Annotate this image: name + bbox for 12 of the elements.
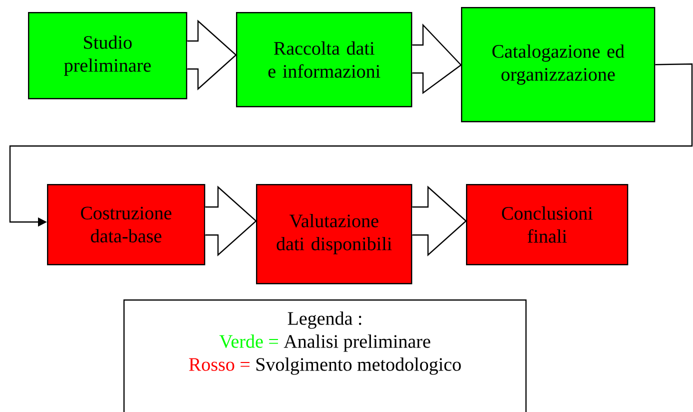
block-arrow: [204, 186, 257, 256]
process-box: Raccolta dati e informazioni: [236, 12, 412, 108]
process-box: Conclusioni finali: [466, 184, 628, 266]
process-box: Costruzione data-base: [47, 184, 206, 266]
block-arrow: [186, 20, 237, 90]
legend-entry: Verde = Analisi preliminare: [219, 334, 430, 352]
block-arrow: [412, 24, 462, 94]
process-box: Studio preliminare: [28, 12, 188, 100]
process-box: Valutazione dati disponibili: [256, 184, 412, 284]
legend-entry: Rosso = Svolgimento metodologico: [189, 358, 461, 375]
block-arrow: [412, 186, 467, 256]
process-box: Catalogazione ed organizzazione: [461, 7, 656, 122]
